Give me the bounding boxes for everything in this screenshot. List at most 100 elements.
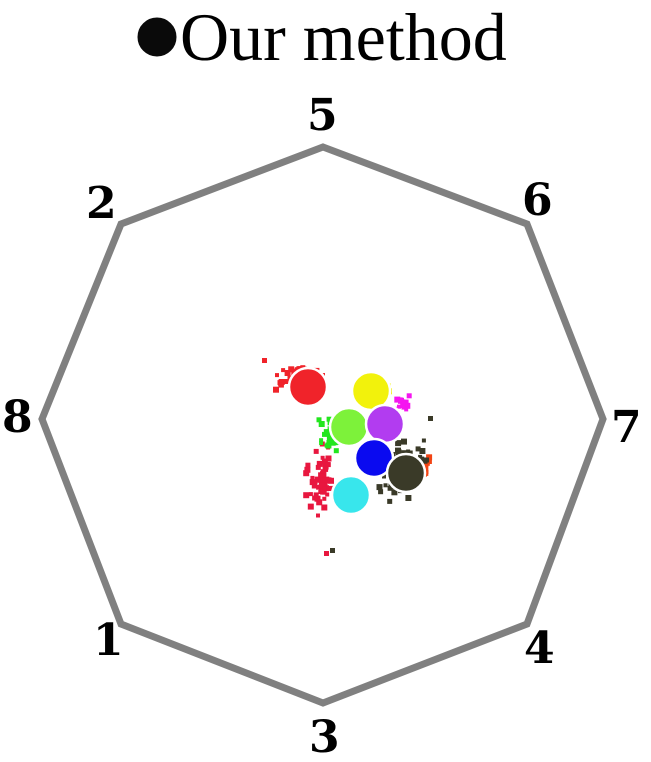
centroid-red bbox=[287, 366, 329, 408]
centroid-cyan bbox=[330, 474, 372, 516]
point-crimson bbox=[316, 513, 320, 518]
point-red bbox=[275, 373, 279, 378]
point-red bbox=[278, 379, 284, 385]
point-crimson bbox=[328, 485, 334, 491]
point-green bbox=[333, 448, 339, 454]
point-green bbox=[327, 437, 333, 443]
point-dark bbox=[387, 485, 393, 491]
point-crimson bbox=[309, 479, 316, 486]
point-crimson bbox=[316, 460, 323, 467]
point-red bbox=[281, 368, 286, 373]
centroid-lime bbox=[328, 406, 370, 448]
point-crimson bbox=[316, 484, 322, 490]
point-crimson bbox=[322, 496, 327, 501]
point-dark bbox=[330, 548, 335, 553]
vertex-label-7: 7 bbox=[611, 402, 642, 453]
point-crimson bbox=[324, 551, 329, 556]
point-red bbox=[288, 366, 295, 373]
vertex-label-3: 3 bbox=[309, 712, 340, 762]
point-crimson bbox=[313, 492, 319, 498]
point-crimson bbox=[325, 461, 330, 466]
point-red bbox=[284, 370, 291, 376]
point-crimson bbox=[325, 477, 332, 484]
point-crimson bbox=[303, 470, 310, 477]
vertex-label-8: 8 bbox=[2, 392, 33, 443]
point-crimson bbox=[311, 483, 317, 489]
point-crimson bbox=[320, 488, 327, 495]
point-crimson bbox=[303, 492, 310, 499]
point-dark bbox=[395, 440, 402, 447]
point-crimson bbox=[310, 475, 315, 480]
point-magenta bbox=[397, 404, 401, 409]
point-red bbox=[283, 379, 289, 384]
point-green bbox=[329, 439, 336, 446]
point-dark bbox=[408, 450, 413, 455]
point-crimson bbox=[321, 458, 328, 465]
point-crimson bbox=[320, 471, 326, 478]
point-magenta bbox=[404, 407, 409, 412]
point-crimson bbox=[313, 448, 319, 454]
point-dark bbox=[391, 489, 398, 496]
point-magenta bbox=[405, 403, 410, 408]
point-crimson bbox=[325, 492, 330, 497]
point-dark bbox=[405, 495, 412, 501]
point-green bbox=[318, 421, 325, 427]
point-dark bbox=[382, 474, 386, 479]
cluster-centroids bbox=[287, 366, 427, 516]
point-crimson bbox=[314, 495, 321, 502]
vertex-label-1: 1 bbox=[93, 615, 124, 666]
point-crimson bbox=[314, 476, 321, 483]
point-crimson bbox=[322, 486, 327, 491]
point-crimson bbox=[312, 495, 318, 501]
point-crimson bbox=[324, 467, 329, 472]
point-dark bbox=[395, 447, 401, 454]
point-dark bbox=[422, 458, 428, 464]
point-green bbox=[316, 417, 322, 423]
point-crimson bbox=[321, 504, 328, 511]
point-crimson bbox=[318, 482, 325, 489]
point-red bbox=[278, 382, 284, 388]
point-dark bbox=[378, 489, 384, 495]
point-crimson bbox=[316, 499, 323, 506]
point-dark bbox=[406, 449, 411, 454]
point-crimson bbox=[320, 469, 325, 474]
point-green bbox=[326, 416, 332, 422]
point-magenta bbox=[394, 396, 401, 403]
point-crimson bbox=[315, 464, 321, 470]
point-crimson bbox=[308, 492, 313, 497]
point-crimson bbox=[313, 479, 318, 484]
vertex-label-6: 6 bbox=[522, 175, 553, 226]
point-crimson bbox=[305, 462, 311, 468]
point-dark bbox=[376, 484, 383, 491]
point-dark bbox=[401, 438, 407, 445]
point-crimson bbox=[320, 455, 325, 460]
point-crimson bbox=[307, 503, 314, 510]
point-green bbox=[319, 438, 324, 443]
point-red bbox=[292, 368, 297, 373]
point-dark bbox=[421, 438, 426, 443]
point-magenta bbox=[400, 399, 406, 405]
point-dark bbox=[415, 446, 421, 452]
point-crimson bbox=[322, 463, 329, 470]
point-dark bbox=[428, 416, 433, 421]
point-green bbox=[322, 431, 327, 437]
point-dark bbox=[418, 456, 425, 463]
point-magenta bbox=[401, 405, 406, 410]
centroid-purple bbox=[364, 403, 406, 445]
point-red bbox=[262, 358, 267, 363]
title-text: Our method bbox=[180, 0, 507, 75]
vertex-labels: 5 6 7 4 3 1 8 2 bbox=[2, 90, 642, 762]
point-green bbox=[319, 441, 324, 445]
point-magenta bbox=[406, 393, 412, 399]
point-crimson bbox=[325, 455, 332, 462]
title-marker-icon bbox=[132, 12, 182, 62]
centroid-dark bbox=[385, 452, 427, 494]
point-dark bbox=[419, 448, 426, 454]
point-dark bbox=[387, 498, 393, 504]
point-dark bbox=[383, 483, 388, 488]
point-crimson bbox=[304, 466, 311, 473]
octagon-outline bbox=[38, 143, 607, 707]
vertex-label-5: 5 bbox=[307, 90, 338, 141]
point-red bbox=[273, 386, 279, 393]
